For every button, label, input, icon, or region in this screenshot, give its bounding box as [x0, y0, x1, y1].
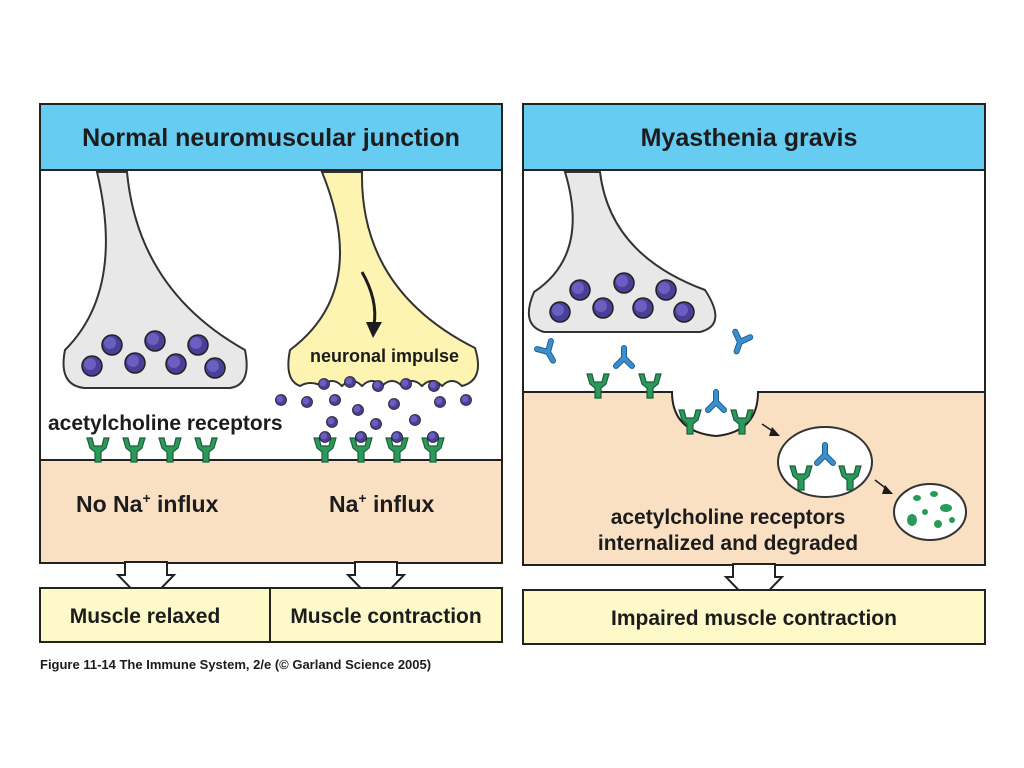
- left-panel-title: Normal neuromuscular junction: [82, 124, 460, 152]
- bound-acetylcholine: [319, 431, 331, 443]
- acetylcholine-molecule: [434, 396, 446, 408]
- vesicle: [673, 301, 695, 323]
- vesicle: [569, 279, 591, 301]
- acetylcholine-molecule: [460, 394, 472, 406]
- anti-receptor-antibody: [729, 332, 750, 354]
- right-title-bar: [522, 103, 986, 171]
- acetylcholine-molecule: [318, 378, 330, 390]
- acetylcholine-molecule: [388, 398, 400, 410]
- anti-receptor-antibody: [708, 392, 724, 410]
- anti-receptor-antibody: [537, 341, 560, 365]
- acetylcholine-molecule: [344, 376, 356, 388]
- endocytic-vesicle: [777, 426, 873, 498]
- vesicle: [187, 334, 209, 356]
- influx-label: Na+ influx: [329, 490, 435, 517]
- impaired-contraction-label: Impaired muscle contraction: [611, 607, 897, 630]
- left-muscle-area: [39, 459, 503, 564]
- resting-nerve-terminal: [62, 171, 248, 389]
- arrow-to-endosome-head: [769, 427, 780, 436]
- right-panel-title: Myasthenia gravis: [641, 124, 858, 152]
- vesicle: [655, 279, 677, 301]
- acetylcholine-molecule: [329, 394, 341, 406]
- surface-receptors-with-antibody: [586, 348, 662, 399]
- arrow-to-lysosome-head: [882, 485, 893, 494]
- vesicle: [592, 297, 614, 319]
- outcome-box-impaired: [522, 589, 986, 645]
- acetylcholine-molecule: [352, 404, 364, 416]
- muscle-contraction-label: Muscle contraction: [290, 605, 481, 628]
- bound-acetylcholine: [355, 431, 367, 443]
- bound-acetylcholine: [391, 431, 403, 443]
- acetylcholine-molecule: [326, 416, 338, 428]
- vesicle: [124, 352, 146, 374]
- acetylcholine-molecule: [275, 394, 287, 406]
- left-panel: Normal neuromuscular junction acetylchol…: [39, 103, 503, 643]
- figure-caption: Figure 11-14 The Immune System, 2/e (© G…: [40, 657, 432, 672]
- vesicle: [204, 357, 226, 379]
- acetylcholine-molecule: [428, 380, 440, 392]
- receptors-label: acetylcholine receptors: [48, 412, 283, 435]
- lysosome: [893, 483, 967, 541]
- outcome-box-left: [39, 587, 271, 643]
- vesicle: [165, 353, 187, 375]
- impulse-arrow: [360, 271, 377, 326]
- vesicle: [144, 330, 166, 352]
- right-panel: Myasthenia gravis: [522, 103, 986, 645]
- left-title-bar: [39, 103, 503, 171]
- vesicle: [632, 297, 654, 319]
- vesicle: [549, 301, 571, 323]
- impulse-arrowhead: [366, 322, 382, 338]
- internalized-label-line2: internalized and degraded: [598, 532, 858, 555]
- vesicle: [101, 334, 123, 356]
- internalizing-receptors: [678, 392, 754, 435]
- acetylcholine-molecule: [400, 378, 412, 390]
- impulse-label: neuronal impulse: [310, 346, 459, 366]
- acetylcholine-molecule: [409, 414, 421, 426]
- degraded-fragments: [907, 491, 955, 528]
- no-influx-label: No Na+ influx: [76, 490, 219, 517]
- free-antibodies: [537, 332, 750, 365]
- vesicle: [81, 355, 103, 377]
- outcome-box-right: [269, 587, 503, 643]
- acetylcholine-molecule: [372, 380, 384, 392]
- acetylcholine-molecule: [370, 418, 382, 430]
- internalized-label-line1: acetylcholine receptors: [611, 506, 846, 529]
- acetylcholine-molecule: [301, 396, 313, 408]
- anti-receptor-antibody: [616, 348, 632, 366]
- bound-acetylcholine: [427, 431, 439, 443]
- muscle-relaxed-label: Muscle relaxed: [70, 605, 221, 628]
- vesicle: [613, 272, 635, 294]
- right-muscle-area: [522, 391, 986, 566]
